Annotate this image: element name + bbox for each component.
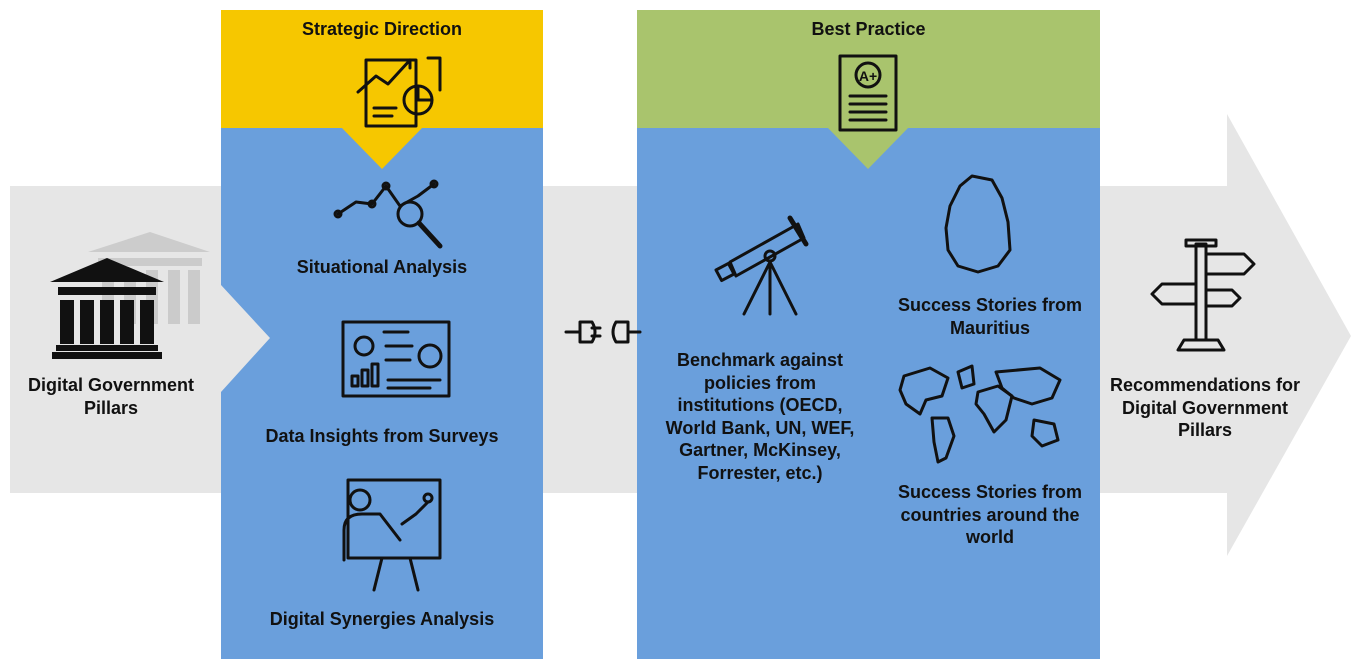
best-practice-header-title: Best Practice [811,19,926,39]
recommendations-label: Recommendations for Digital Government P… [1109,375,1301,440]
telescope-icon [714,215,809,316]
best-practice-header-bg [637,10,1100,169]
svg-text:A+: A+ [859,68,877,84]
dashboard-icon [341,320,451,398]
grade-report-icon: A+ [838,54,898,132]
data-insights-label: Data Insights from Surveys [265,426,499,446]
signpost-icon [1150,238,1256,352]
benchmark-label: Benchmark against policies from institut… [665,350,855,483]
world-success-label: Success Stories from countries around th… [897,482,1083,547]
government-building-icon [50,232,210,359]
strategy-document-chart-icon [356,56,442,128]
strategic-panel-notch [221,285,270,392]
mauritius-map-icon [944,174,1012,274]
mauritius-success-label: Success Stories from Mauritius [897,295,1083,338]
situational-analysis-label: Situational Analysis [296,257,468,277]
line-graph-magnifier-icon [333,179,443,249]
strategic-header-title: Strategic Direction [301,19,463,39]
left-pillars-label: Digital Government Pillars [27,375,195,418]
presenter-board-icon [342,478,442,592]
plug-connector-icon [564,320,642,344]
digital-synergies-label: Digital Synergies Analysis [269,609,495,629]
world-map-icon [898,364,1062,464]
strategic-header-bg [221,10,543,169]
